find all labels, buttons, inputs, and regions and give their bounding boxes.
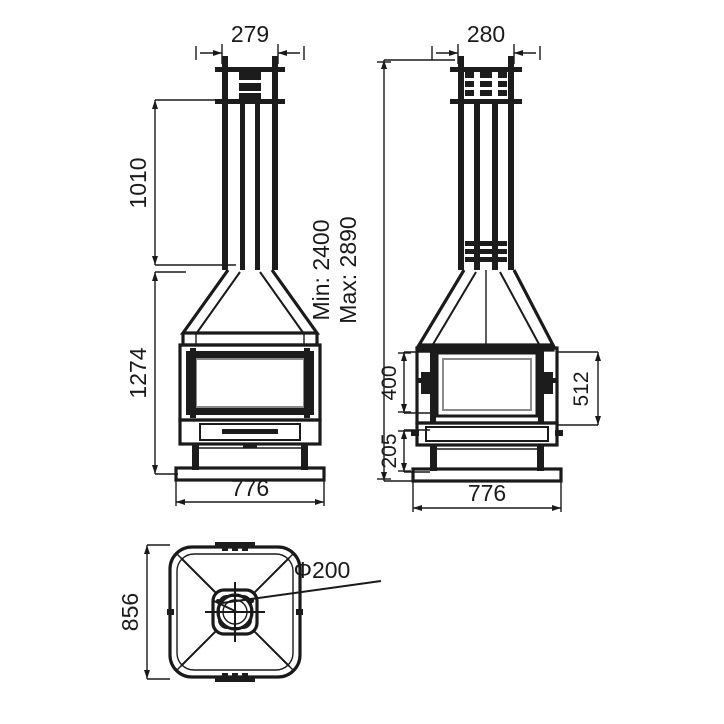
dim-776-front: 776 — [175, 475, 325, 506]
dim-label-280: 280 — [467, 21, 505, 47]
dim-label-856: 856 — [117, 593, 143, 631]
dim-205: 205 — [378, 429, 430, 473]
dim-label-max-2890: Max: 2890 — [335, 216, 361, 323]
dim-label-min-2400: Min: 2400 — [308, 219, 334, 320]
front-elevation-view: 279 1010 1274 776 — [125, 21, 326, 506]
side-base-plate — [411, 467, 563, 483]
side-chimney-vents-bottom — [465, 241, 507, 262]
dim-856: 856 — [117, 544, 170, 680]
front-chimney-vents — [239, 72, 261, 100]
dim-label-400: 400 — [378, 365, 401, 400]
side-pedestal — [430, 445, 544, 471]
dim-279: 279 — [195, 21, 305, 64]
dim-400: 400 — [378, 351, 430, 414]
dim-label-205: 205 — [378, 433, 401, 468]
side-elevation-view: 280 Min: 2400 Max: 2890 400 — [308, 21, 601, 512]
dim-label-776-front: 776 — [231, 475, 269, 501]
side-chimney-shaft — [458, 56, 514, 270]
plan-outer-body-inner — [176, 553, 294, 671]
dim-280: 280 — [431, 21, 541, 64]
dim-1274: 1274 — [125, 271, 186, 475]
dim-total-height: Min: 2400 Max: 2890 — [308, 59, 455, 482]
dim-512: 512 — [556, 351, 601, 426]
dim-label-1274: 1274 — [125, 347, 151, 398]
dim-label-phi200: Φ200 — [294, 557, 351, 583]
plan-view: 856 Φ200 — [117, 542, 382, 682]
side-firebox — [415, 346, 559, 425]
side-drawer — [411, 421, 563, 447]
front-chimney-shaft — [222, 56, 278, 270]
side-door-handles — [417, 372, 557, 394]
front-hood — [179, 269, 321, 347]
dim-label-776-side: 776 — [468, 480, 506, 506]
front-chimney-cap — [215, 67, 285, 104]
dim-1010: 1010 — [125, 99, 236, 266]
dim-phi200-leader: Φ200 — [205, 557, 382, 613]
side-hood — [416, 269, 556, 352]
front-pedestal — [192, 444, 308, 470]
dim-label-1010: 1010 — [125, 157, 151, 208]
side-chimney-vents-top — [465, 72, 507, 96]
dim-776-side: 776 — [412, 479, 562, 512]
front-drawer — [178, 418, 322, 448]
side-chimney-cap — [450, 67, 522, 104]
dim-label-279: 279 — [231, 21, 269, 47]
dim-label-512: 512 — [570, 371, 593, 406]
plan-edge-tabs — [167, 542, 303, 682]
plan-diagonals — [176, 553, 294, 671]
front-firebox — [178, 343, 322, 422]
